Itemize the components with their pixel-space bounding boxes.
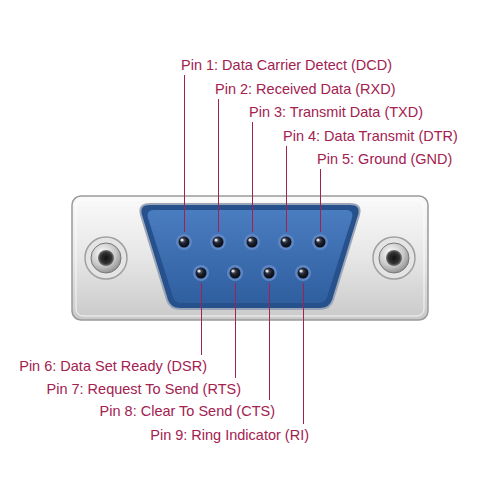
pin-label: Pin 7: Request To Send (RTS) bbox=[46, 381, 241, 397]
screw-right bbox=[373, 237, 415, 279]
screw-left bbox=[85, 237, 127, 279]
pin-label: Pin 6: Data Set Ready (DSR) bbox=[19, 358, 207, 374]
pin-label: Pin 4: Data Transmit (DTR) bbox=[283, 128, 458, 144]
pin-label: Pin 9: Ring Indicator (RI) bbox=[150, 427, 309, 443]
pin-label: Pin 8: Clear To Send (CTS) bbox=[100, 403, 275, 419]
pin-label: Pin 5: Ground (GND) bbox=[317, 151, 452, 167]
pin-row-bottom bbox=[193, 265, 311, 281]
pin-label: Pin 1: Data Carrier Detect (DCD) bbox=[181, 57, 392, 73]
d-shell-inner bbox=[148, 210, 353, 303]
pin-label: Pin 3: Transmit Data (TXD) bbox=[249, 104, 423, 120]
d-shell-face bbox=[140, 204, 359, 309]
metal-shell bbox=[72, 196, 428, 320]
shell-highlight bbox=[76, 200, 424, 316]
pin-row-top bbox=[176, 234, 328, 250]
pin-label: Pin 2: Received Data (RXD) bbox=[215, 81, 396, 97]
